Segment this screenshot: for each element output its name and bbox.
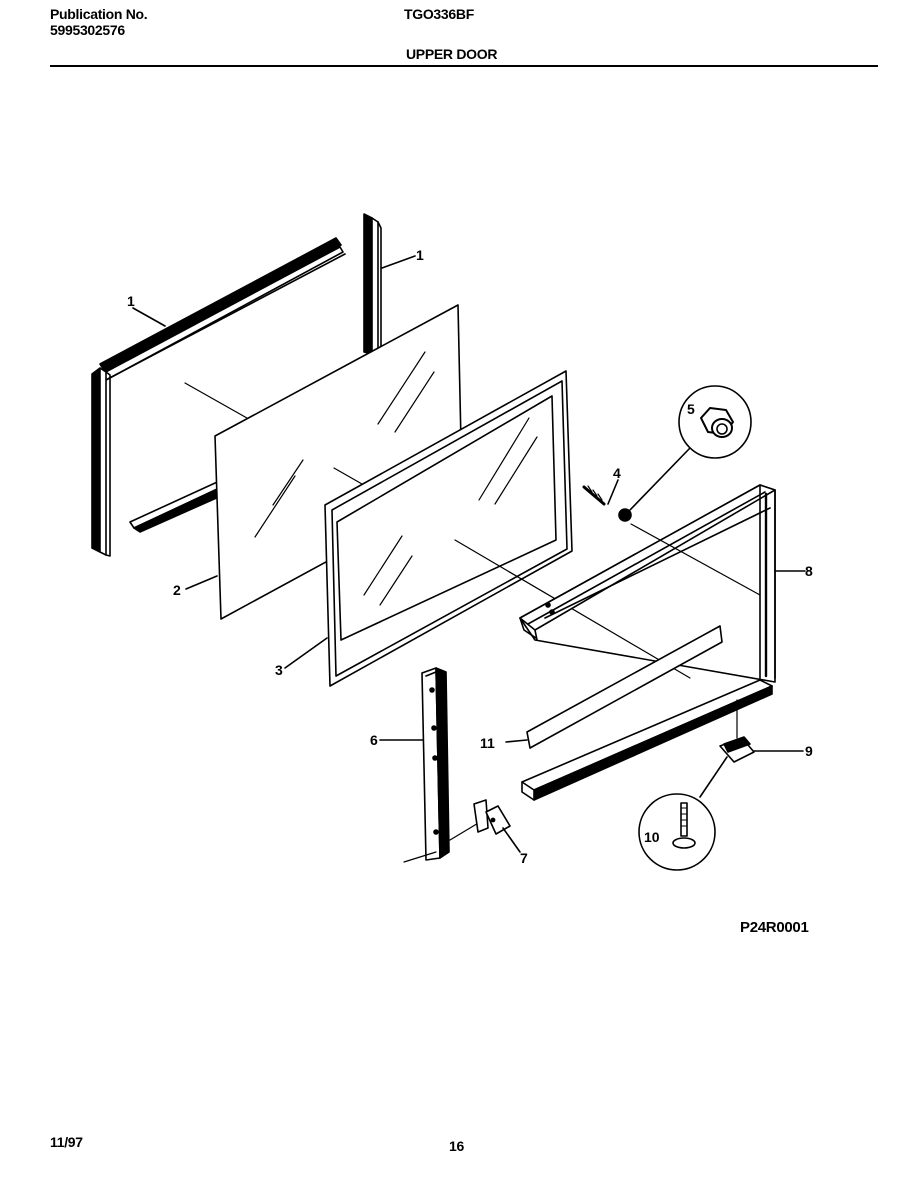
leader-7 [502, 827, 521, 853]
callout-10: 10 [644, 829, 660, 845]
callout-3: 3 [275, 662, 283, 678]
leader-11 [505, 739, 528, 743]
slide-pad [719, 699, 755, 763]
leader-3 [284, 637, 328, 669]
footer-date: 11/97 [50, 1134, 83, 1150]
leader-1a [132, 307, 166, 327]
hidden-line-screw [630, 523, 761, 596]
leader-2 [185, 575, 218, 590]
model-number: TGO336BF [404, 6, 474, 22]
section-title: UPPER DOOR [406, 46, 498, 62]
callout-11: 11 [480, 735, 495, 751]
hidden-line-mid [333, 467, 363, 485]
callout-6: 6 [370, 732, 378, 748]
screw [582, 479, 619, 506]
side-channel [421, 667, 450, 861]
gasket-channel-top [99, 237, 346, 382]
publication-label: Publication No. [50, 6, 148, 22]
outer-glass-panel [324, 370, 573, 687]
gasket-channel-bottom [129, 477, 231, 533]
bolt-detail [638, 756, 728, 871]
hidden-line-channel [403, 851, 437, 863]
door-frame [519, 484, 776, 683]
callout-1a: 1 [127, 293, 135, 309]
insulation-strip [526, 625, 723, 749]
callout-7: 7 [520, 850, 528, 866]
callout-2: 2 [173, 582, 181, 598]
nut [618, 385, 752, 522]
page-number: 16 [449, 1138, 464, 1154]
frame-bottom-rail [521, 679, 773, 801]
callout-9: 9 [805, 743, 813, 759]
leader-1b [381, 255, 416, 269]
header-rule [50, 65, 878, 67]
callout-4: 4 [613, 465, 621, 481]
callout-5: 5 [687, 401, 695, 417]
gasket-channel-left [91, 367, 111, 557]
hidden-line-inner [184, 382, 255, 423]
publication-number: 5995302576 [50, 22, 125, 38]
drawing-code: P24R0001 [740, 919, 809, 936]
callout-8: 8 [805, 563, 813, 579]
gasket-channel-right [363, 213, 382, 355]
callout-1b: 1 [416, 247, 424, 263]
bracket [473, 799, 511, 835]
